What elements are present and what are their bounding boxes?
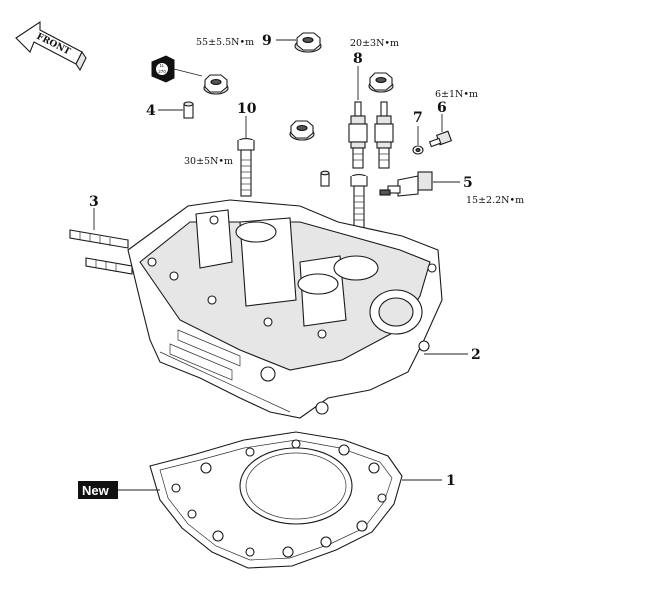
torque-9: 55±5.5N•m [196,37,254,48]
spark-plug-8a [348,101,368,169]
torque-5: 15±2.2N•m [466,195,524,206]
threadlock-badge-line2: 270 [158,69,166,74]
torque-8: 20±3N•m [350,38,399,49]
bolt-10 [237,137,255,197]
callout-8: 8 [353,51,363,67]
flange-nut-left [203,74,229,95]
callout-2: 2 [471,347,481,363]
callout-3: 3 [89,194,99,210]
stud-3a [69,229,129,249]
sensor-5 [379,171,433,197]
flange-nut-9 [294,32,322,53]
head-gasket-1 [149,431,403,569]
front-arrow: FRONT [15,20,87,72]
new-tag: New [78,481,160,499]
threadlock-badge: 1L 270 [151,55,203,83]
torque-6: 6±1N•m [435,89,478,100]
bolt-6 [428,130,453,148]
callout-6: 6 [437,100,447,116]
washer-7 [412,145,424,155]
stud-3b [85,257,133,275]
callout-5: 5 [463,175,473,191]
threadlock-badge-line1: 1L [159,63,165,68]
callout-1: 1 [446,473,456,489]
callout-7: 7 [413,110,423,126]
callout-9: 9 [262,33,272,49]
new-tag-label: New [82,483,110,498]
dowel-pin-4 [183,101,194,119]
torque-10: 30±5N•m [184,156,233,167]
callout-4: 4 [146,103,156,119]
dowel-pin-center [320,170,330,187]
cylinder-head-2 [127,199,443,419]
flange-nut-center [289,120,315,141]
flange-nut-right [368,72,394,93]
bolt-center [350,173,368,233]
spark-plug-8b [374,101,394,169]
callout-10: 10 [237,101,257,117]
